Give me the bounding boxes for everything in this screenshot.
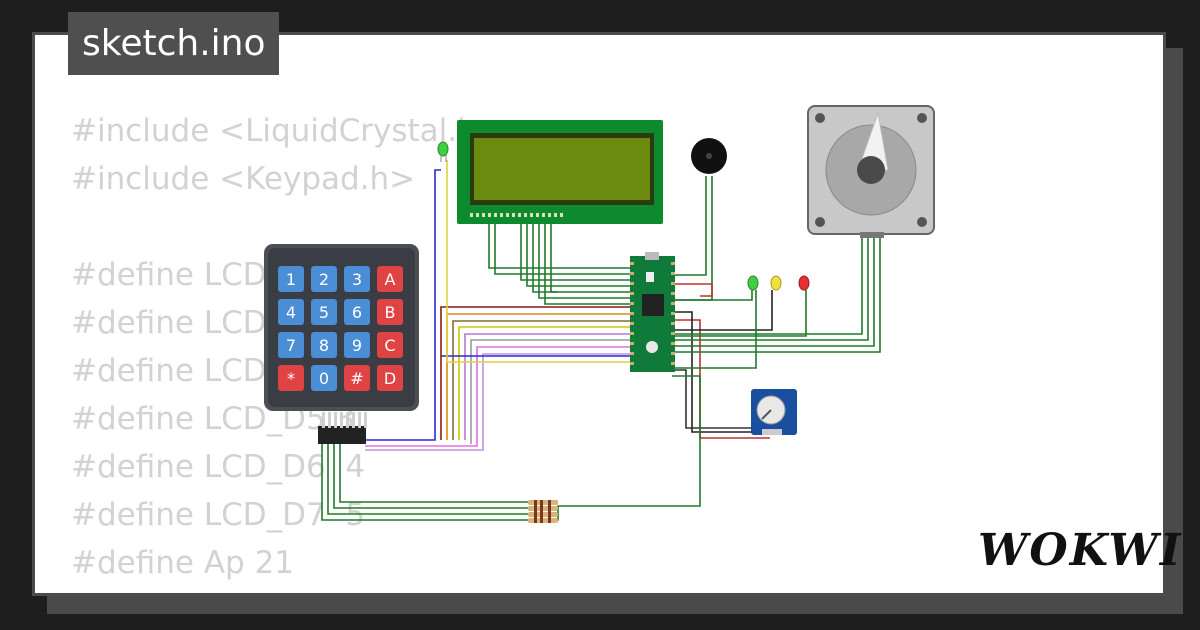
keypad-key-label: B (385, 303, 396, 322)
keypad-key[interactable]: 9 (344, 332, 370, 358)
keypad-key[interactable]: 1 (278, 266, 304, 292)
wires (321, 160, 881, 521)
potentiometer[interactable] (751, 389, 797, 435)
keypad-key[interactable]: A (377, 266, 403, 292)
code-line: #include <Keypad.h> (71, 161, 416, 197)
keypad[interactable]: 1 2 3 A 4 5 6 B 7 8 9 C * 0 # D (264, 244, 419, 444)
keypad-key[interactable]: 0 (311, 365, 337, 391)
keypad-key[interactable]: * (278, 365, 304, 391)
led-green-small[interactable] (437, 141, 449, 162)
led-yellow[interactable] (770, 275, 782, 291)
stepper-motor[interactable] (807, 105, 935, 238)
keypad-key-label: 0 (319, 369, 329, 388)
keypad-key-label: 7 (286, 336, 296, 355)
keypad-key-label: 4 (286, 303, 296, 322)
wokwi-logo: WOKWI (978, 525, 1183, 576)
keypad-key-label: C (384, 336, 395, 355)
keypad-key[interactable]: 4 (278, 299, 304, 325)
keypad-key-label: 5 (319, 303, 329, 322)
keypad-key-label: * (287, 369, 295, 388)
lcd-display[interactable] (457, 120, 663, 224)
led-green[interactable] (747, 275, 759, 291)
keypad-key[interactable]: C (377, 332, 403, 358)
keypad-key[interactable]: D (377, 365, 403, 391)
led-red[interactable] (798, 275, 810, 291)
keypad-key[interactable]: 7 (278, 332, 304, 358)
code-line: #include <LiquidCrystal.h> (71, 113, 503, 149)
keypad-key-label: 8 (319, 336, 329, 355)
keypad-key-label: 1 (286, 270, 296, 289)
keypad-key[interactable]: 8 (311, 332, 337, 358)
keypad-key-label: 2 (319, 270, 329, 289)
code-line: #define LCD_D7 5 (71, 497, 366, 533)
filename-tab: sketch.ino (68, 12, 280, 75)
keypad-key-label: # (350, 369, 363, 388)
resistors (528, 500, 558, 523)
keypad-key-label: 6 (352, 303, 362, 322)
pico-board[interactable] (630, 252, 675, 372)
keypad-key[interactable]: 2 (311, 266, 337, 292)
keypad-key-label: 3 (352, 270, 362, 289)
keypad-key[interactable]: B (377, 299, 403, 325)
code-line: #define Ap 21 (71, 545, 295, 581)
keypad-key-label: A (385, 270, 396, 289)
keypad-key-label: D (384, 369, 396, 388)
buzzer[interactable] (691, 138, 727, 174)
keypad-key[interactable]: 6 (344, 299, 370, 325)
keypad-key[interactable]: # (344, 365, 370, 391)
keypad-key[interactable]: 3 (344, 266, 370, 292)
code-line: #define LCD_D6 4 (71, 449, 366, 485)
keypad-key-label: 9 (352, 336, 362, 355)
keypad-key[interactable]: 5 (311, 299, 337, 325)
